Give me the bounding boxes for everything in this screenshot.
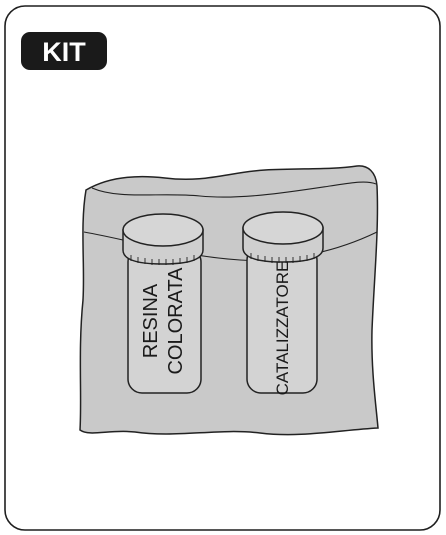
resin-jar-lid-top (123, 214, 203, 246)
resin-jar-label-line-2: COLORATA (165, 267, 187, 375)
plastic-bag (80, 166, 378, 435)
resin-jar: RESINA COLORATA (123, 214, 203, 393)
kit-badge: KIT (21, 32, 107, 70)
kit-badge-label: KIT (42, 37, 86, 67)
catalyst-jar-label: CATALIZZATORE (273, 261, 292, 396)
resin-jar-label-line-1: RESINA (140, 283, 162, 358)
bag-body (80, 166, 378, 435)
catalyst-jar: CATALIZZATORE (243, 212, 323, 395)
catalyst-jar-lid-top (243, 212, 323, 244)
